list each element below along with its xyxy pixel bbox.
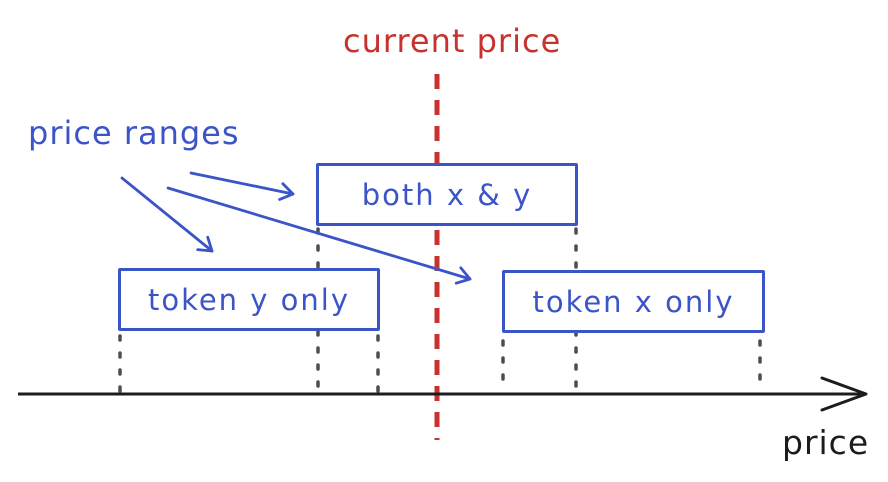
token-y-only-box: token y only: [118, 268, 380, 331]
price-axis-label: price: [782, 423, 870, 462]
current-price-label: current price: [343, 22, 562, 60]
annotation-arrow-to-token-x-box: [166, 186, 472, 285]
annotation-arrow-to-token-y-box: [120, 176, 214, 253]
token-x-only-box: token x only: [502, 270, 765, 333]
both-x-and-y-box: both x & y: [316, 163, 578, 226]
token-y-only-label: token y only: [147, 282, 351, 317]
both-x-and-y-label: both x & y: [361, 177, 533, 212]
price-axis-arrowhead-icon: [820, 376, 868, 412]
token-x-only-label: token x only: [532, 284, 735, 319]
annotation-arrow-to-both-box: [189, 171, 295, 201]
price-ranges-label: price ranges: [28, 114, 240, 152]
